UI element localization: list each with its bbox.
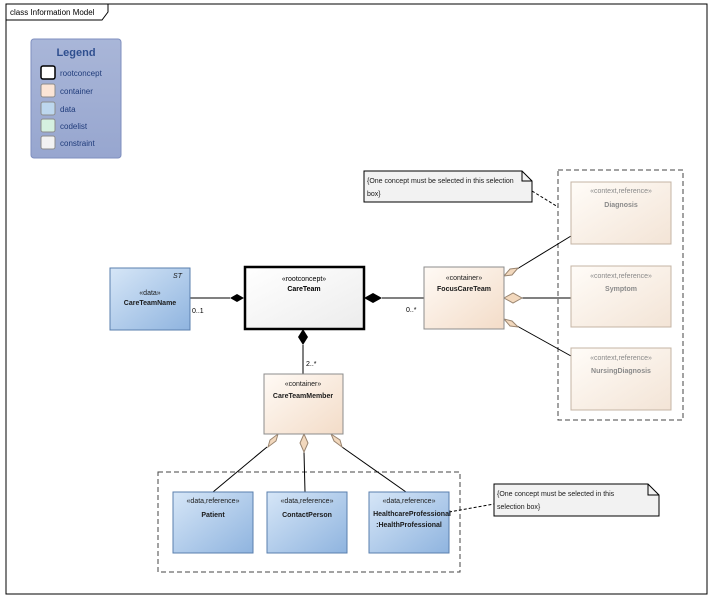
legend-label-data: data [60, 105, 76, 114]
legend-label-container: container [60, 87, 93, 96]
node-symptom[interactable]: «context,reference» Symptom [570, 265, 672, 328]
legend-label-rootconcept: rootconcept [60, 69, 103, 78]
node-healthprof[interactable]: «data,reference» HealthcareProfessional … [368, 491, 451, 554]
node-careteamname-badge: ST [173, 273, 183, 280]
node-contactperson-name: ContactPerson [282, 512, 332, 519]
legend: Legend rootconcept container data codeli… [30, 38, 122, 159]
legend-swatch-data [40, 101, 56, 116]
diamond-careteam-left [230, 294, 244, 302]
node-patient-box [172, 491, 254, 554]
node-careteammember-stereotype: «container» [285, 381, 322, 388]
connectors [190, 190, 572, 513]
diamond-careteam-bottom [298, 329, 308, 345]
node-nursingdiagnosis[interactable]: «context,reference» NursingDiagnosis [570, 347, 672, 411]
edge-member-patient [212, 446, 268, 493]
node-patient[interactable]: «data,reference» Patient [172, 491, 254, 554]
node-focuscareteam-name: FocusCareTeam [437, 286, 491, 293]
diamond-member-patient [267, 432, 279, 449]
node-careteamname[interactable]: ST «data» CareTeamName [109, 267, 191, 331]
node-careteam-stereotype: «rootconcept» [282, 276, 326, 283]
node-healthprof-box [368, 491, 450, 554]
node-contactperson-box [266, 491, 348, 554]
edge-member-contactperson [303, 451, 306, 493]
node-healthprof-name-line2: :HealthProfessional [376, 522, 442, 529]
legend-label-constraint: constraint [60, 139, 95, 148]
note-top-line1: {One concept must be selected in this se… [367, 178, 514, 185]
mult-careteammember: 2..* [306, 361, 317, 368]
node-symptom-box [570, 265, 672, 328]
node-focuscareteam-stereotype: «container» [446, 275, 483, 282]
node-careteamname-box [109, 267, 191, 331]
note-bottom-line1: {One concept must be selected in this [497, 491, 615, 498]
node-careteam-box [243, 265, 366, 331]
frame-tab [5, 3, 109, 21]
node-focuscareteam-box [423, 266, 505, 330]
diamond-focus-diagnosis [502, 267, 520, 277]
legend-swatch-container [40, 83, 56, 98]
node-diagnosis[interactable]: «context,reference» Diagnosis [570, 181, 672, 245]
node-symptom-name: Symptom [605, 286, 637, 293]
note-top-shape [363, 170, 533, 203]
selection-box-member [157, 471, 461, 573]
node-patient-stereotype: «data,reference» [187, 498, 240, 505]
note-top[interactable]: {One concept must be selected in this se… [363, 170, 533, 203]
node-careteammember[interactable]: «container» CareTeamMember [263, 373, 344, 435]
note-bottom-fold [647, 484, 659, 496]
node-symptom-stereotype: «context,reference» [590, 273, 652, 280]
edge-focus-nursingdiagnosis [516, 325, 572, 357]
node-diagnosis-box [570, 181, 672, 245]
frame-border [5, 3, 708, 595]
node-careteammember-box [263, 373, 344, 435]
note-top-line2: box} [367, 191, 381, 198]
node-patient-name: Patient [201, 512, 225, 519]
edge-focus-diagnosis [516, 235, 572, 270]
diamond-careteam-right [364, 293, 382, 303]
aggregation-diamonds [267, 267, 524, 454]
node-healthprof-name-line1: HealthcareProfessional [373, 511, 451, 518]
note-bottom-shape [493, 483, 660, 517]
node-careteam[interactable]: «rootconcept» CareTeam [243, 265, 366, 331]
node-contactperson[interactable]: «data,reference» ContactPerson [266, 491, 348, 554]
node-nursingdiagnosis-stereotype: «context,reference» [590, 355, 652, 362]
note-top-fold [521, 171, 532, 182]
edge-member-healthprof [341, 446, 407, 493]
node-careteammember-name: CareTeamMember [273, 393, 333, 400]
node-focuscareteam[interactable]: «container» FocusCareTeam [423, 266, 505, 330]
note-bottom-line2: selection box} [497, 504, 541, 511]
node-healthprof-stereotype: «data,reference» [383, 498, 436, 505]
edge-note-top [531, 190, 559, 208]
node-careteamname-stereotype: «data» [139, 290, 161, 297]
node-contactperson-stereotype: «data,reference» [281, 498, 334, 505]
node-diagnosis-stereotype: «context,reference» [590, 188, 652, 195]
legend-swatch-constraint [40, 135, 56, 150]
note-bottom[interactable]: {One concept must be selected in this se… [493, 483, 660, 517]
edge-note-bottom [448, 503, 495, 513]
legend-swatch-codelist [40, 118, 56, 133]
mult-focuscareteam: 0..* [406, 307, 417, 314]
frame-title: class Information Model [10, 8, 95, 17]
diamond-member-healthprof [329, 432, 343, 449]
diamond-focus-symptom [502, 292, 524, 304]
diamond-focus-nursing [502, 318, 520, 328]
legend-label-codelist: codelist [60, 122, 88, 131]
node-nursingdiagnosis-box [570, 347, 672, 411]
selection-box-context [557, 169, 684, 421]
legend-swatch-rootconcept [40, 65, 56, 80]
node-careteamname-name: CareTeamName [124, 300, 177, 307]
node-diagnosis-name: Diagnosis [604, 202, 638, 209]
legend-title: Legend [56, 47, 95, 59]
mult-careteamname: 0..1 [192, 308, 204, 315]
node-nursingdiagnosis-name: NursingDiagnosis [591, 368, 651, 375]
node-careteam-name: CareTeam [287, 286, 320, 293]
diamond-member-contact [299, 432, 309, 454]
